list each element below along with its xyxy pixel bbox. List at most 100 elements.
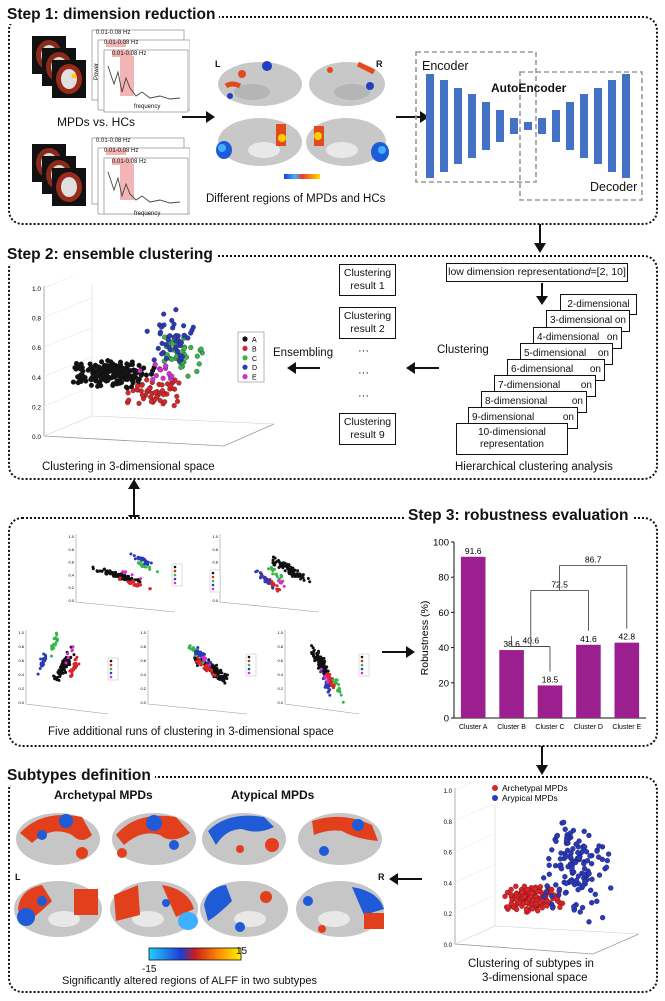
scatter-point [83,378,89,384]
archetypal-brains [14,813,198,937]
mini-axis-tick: 0.4 [68,572,74,577]
mri-spectrum-top [32,29,190,113]
mini-scatter-point [329,681,333,685]
legend-label: E [252,375,257,382]
mini-scatter-point [271,561,275,565]
mini-scatter-point [322,671,326,675]
freq-band-label-2: 0.01-0.08 Hz [104,40,139,46]
mini-scatter-point [73,658,77,662]
mini-scatter-point [50,644,54,648]
mini-scatter-point [64,658,68,662]
mini-axis-tick: 0.8 [212,547,218,552]
colorbar-min: -15 [142,964,157,975]
mini-scatter-point [331,678,335,682]
mini-scatter-point [317,649,320,653]
mini-scatter-point [64,661,68,665]
scatter-point [102,366,108,372]
dim-label-4: 4-dimensional [537,332,600,343]
freq-band-label-6: 0.01-0.08 Hz [112,159,147,165]
subtype-axis-tick: 0.6 [444,851,453,857]
mini-scatter-point [211,666,214,670]
mri-spectrum-bottom [32,137,190,215]
colorbar-max: 15 [236,946,248,957]
low-dim-prefix: low dimension representation [448,266,585,278]
archetypal-point [521,894,528,900]
mini-scatter-point [206,661,210,665]
scatter-point [159,340,165,346]
scatter-point [153,373,159,379]
mini-axis-tick: 0.2 [277,686,283,691]
scatter-point [157,329,164,335]
mini-scatter-point [341,700,345,704]
mini-legend-box [245,653,257,677]
scatter-point [90,367,96,373]
atypical-brains [200,813,384,937]
mini-scatter-point [117,577,121,581]
scatter-point [138,388,144,394]
atypical-point [554,832,561,839]
mini-scatter-3: 1.00.80.60.40.20.0 [18,630,119,715]
archetypal-point [539,905,545,911]
scatter-point [129,359,135,365]
archetypal-point [502,893,508,900]
atypical-title: Atypical MPDs [231,788,315,802]
dim-label-7: 7-dimensional [498,380,561,391]
mini-scatter-point [319,670,323,674]
scatter-point [152,389,158,395]
atypical-point [604,857,610,864]
mini-scatter-point [196,661,200,665]
scatter-point [126,374,133,380]
mini-scatter-point [279,561,283,565]
mini-legend-marker [360,655,364,659]
subtype-legend-marker [492,795,498,801]
atypical-point [592,891,598,898]
mini-scatter-point [275,584,279,588]
subtype-legend-label: Arypical MPDs [502,793,558,803]
mini-legend-marker [247,671,251,675]
mini-scatter-point [127,577,131,581]
archetypal-point [513,897,519,903]
mini-scatter-point [42,652,46,656]
atypical-point [562,874,568,880]
scatter-point [113,363,119,369]
category-label: Cluster C [535,724,564,731]
archetypal-title: Archetypal MPDs [54,788,153,802]
scatter-point [178,364,184,370]
mini-legend-marker [247,667,251,671]
atypical-point [584,858,591,864]
atypical-point [579,904,586,911]
mini-axis-tick: 0.8 [68,547,74,552]
ensembling-label: Ensembling [273,347,334,359]
mini-scatter-point [276,589,280,593]
mini-scatter-point [58,671,62,675]
archetypal-point [529,890,535,896]
mini-scatter-point [196,646,200,649]
atypical-point [594,848,600,854]
scatter-point [174,338,180,345]
legend-marker [242,336,248,342]
mini-legend-marker [109,663,113,667]
arrow-lowdim-down [536,283,548,305]
frequency-label-1: frequency [134,104,161,110]
scatter-point [174,393,180,399]
mini-scatter-point [188,644,192,648]
mini-legend-box [171,563,183,587]
scatter-point [181,332,187,338]
scatter-point [110,382,116,388]
atypical-point [594,898,600,904]
bar [499,650,524,718]
bar-value-label: 42.8 [619,632,636,642]
atypical-point [582,844,588,850]
mini-scatter-point [301,573,305,577]
mini-scatter-point [197,653,201,657]
atypical-point [587,853,593,859]
mini-scatter-point [199,650,202,654]
mini-scatter-point [225,673,229,677]
legend-marker [242,364,248,370]
mini-legend-marker [247,655,251,659]
legend-marker [242,374,248,380]
axis-tick-label: 0.6 [32,345,41,352]
atypical-point [577,909,583,915]
atypical-point [564,853,570,859]
